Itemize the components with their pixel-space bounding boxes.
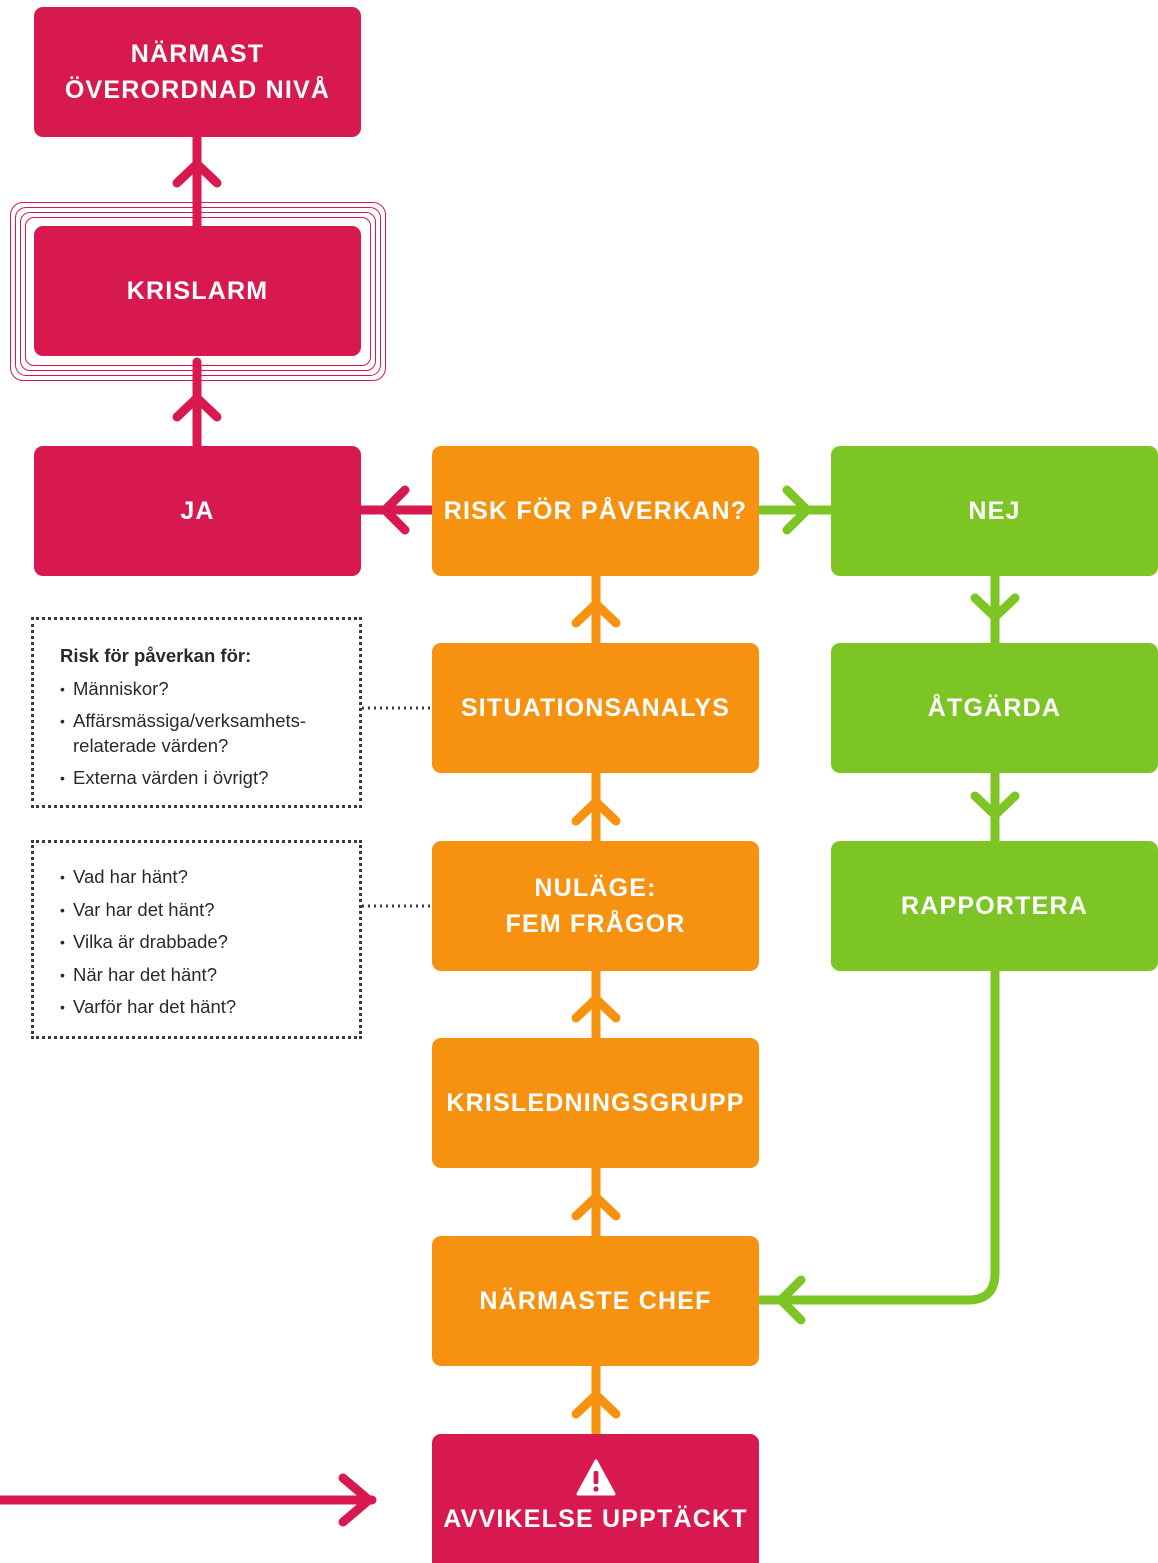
box-nulage-line1: NULÄGE: bbox=[534, 873, 657, 902]
krislarm-frame bbox=[10, 202, 386, 381]
box-ja: JA bbox=[34, 446, 361, 576]
ja-to-krislarm-connector bbox=[172, 357, 222, 455]
box-krisledningsgrupp: KRISLEDNINGSGRUPP bbox=[432, 1038, 759, 1168]
note-risk-item: Affärsmässiga/verksamhets- bbox=[60, 705, 359, 738]
note-question-item: Varför har det hänt? bbox=[60, 991, 359, 1024]
note-fem-fragor: Vad har hänt? Var har det hänt? Vilka är… bbox=[31, 840, 362, 1039]
box-narmast-line2: ÖVERORDNAD NIVÅ bbox=[64, 76, 331, 104]
box-nulage: NULÄGE: FEM FRÅGOR bbox=[432, 841, 759, 971]
box-krislarm-label: KRISLARM bbox=[126, 276, 269, 305]
box-nej: NEJ bbox=[831, 446, 1158, 576]
krislarm-frame bbox=[20, 212, 376, 371]
box-atgarda-label: ÅTGÄRDA bbox=[927, 693, 1062, 722]
krislarm-frame bbox=[25, 217, 371, 366]
note-risk-heading: Risk för påverkan för: bbox=[60, 645, 252, 666]
note-question-item: Vad har hänt? bbox=[60, 861, 359, 894]
box-rapportera-label: RAPPORTERA bbox=[900, 891, 1088, 920]
risk-to-nej-connector bbox=[751, 485, 838, 535]
box-krisledningsgrupp-label: KRISLEDNINGSGRUPP bbox=[446, 1088, 745, 1117]
note-risk-item: Människor? bbox=[60, 673, 359, 706]
box-risk-for-paverkan: RISK FÖR PÅVERKAN? bbox=[432, 446, 759, 576]
note-question-item: Vilka är drabbade? bbox=[60, 926, 359, 959]
green-column-connectors bbox=[970, 568, 1020, 850]
note-question-item: När har det hänt? bbox=[60, 959, 359, 992]
box-narmaste-chef-label: NÄRMASTE CHEF bbox=[479, 1286, 712, 1315]
box-nulage-line2: FEM FRÅGOR bbox=[505, 910, 686, 938]
krislarm-frame bbox=[15, 207, 381, 376]
box-risk-label: RISK FÖR PÅVERKAN? bbox=[443, 496, 748, 525]
warning-triangle-icon bbox=[576, 1459, 615, 1496]
box-situationsanalys: SITUATIONSANALYS bbox=[432, 643, 759, 773]
note-question-item: Var har det hänt? bbox=[60, 894, 359, 927]
box-krislarm: KRISLARM bbox=[34, 226, 361, 356]
krislarm-to-narmast-connector bbox=[172, 129, 222, 231]
note-risk-for-paverkan: Risk för påverkan för: Människor? Affärs… bbox=[31, 617, 362, 808]
note-risk-item-continued: relaterade värden? bbox=[73, 734, 229, 756]
box-narmast-overordnad-niva: NÄRMAST ÖVERORDNAD NIVÅ bbox=[34, 7, 361, 137]
orange-column-connectors bbox=[571, 568, 621, 1443]
box-ja-label: JA bbox=[180, 496, 215, 525]
box-avvikelse-label: AVVIKELSE UPPTÄCKT bbox=[443, 1505, 748, 1534]
box-situationsanalys-label: SITUATIONSANALYS bbox=[460, 693, 731, 722]
incoming-deviation-arrow bbox=[0, 1473, 377, 1527]
risk-to-ja-connector bbox=[355, 485, 441, 535]
rapportera-to-chef-connector bbox=[753, 963, 1000, 1325]
box-atgarda: ÅTGÄRDA bbox=[831, 643, 1158, 773]
note-risk-item: Externa värden i övrigt? bbox=[60, 762, 359, 795]
box-rapportera: RAPPORTERA bbox=[831, 841, 1158, 971]
note-connectors bbox=[362, 706, 430, 908]
box-avvikelse-upptackt: AVVIKELSE UPPTÄCKT bbox=[432, 1434, 759, 1563]
box-narmast-line1: NÄRMAST bbox=[130, 39, 265, 68]
box-narmaste-chef: NÄRMASTE CHEF bbox=[432, 1236, 759, 1366]
box-nej-label: NEJ bbox=[968, 496, 1021, 525]
